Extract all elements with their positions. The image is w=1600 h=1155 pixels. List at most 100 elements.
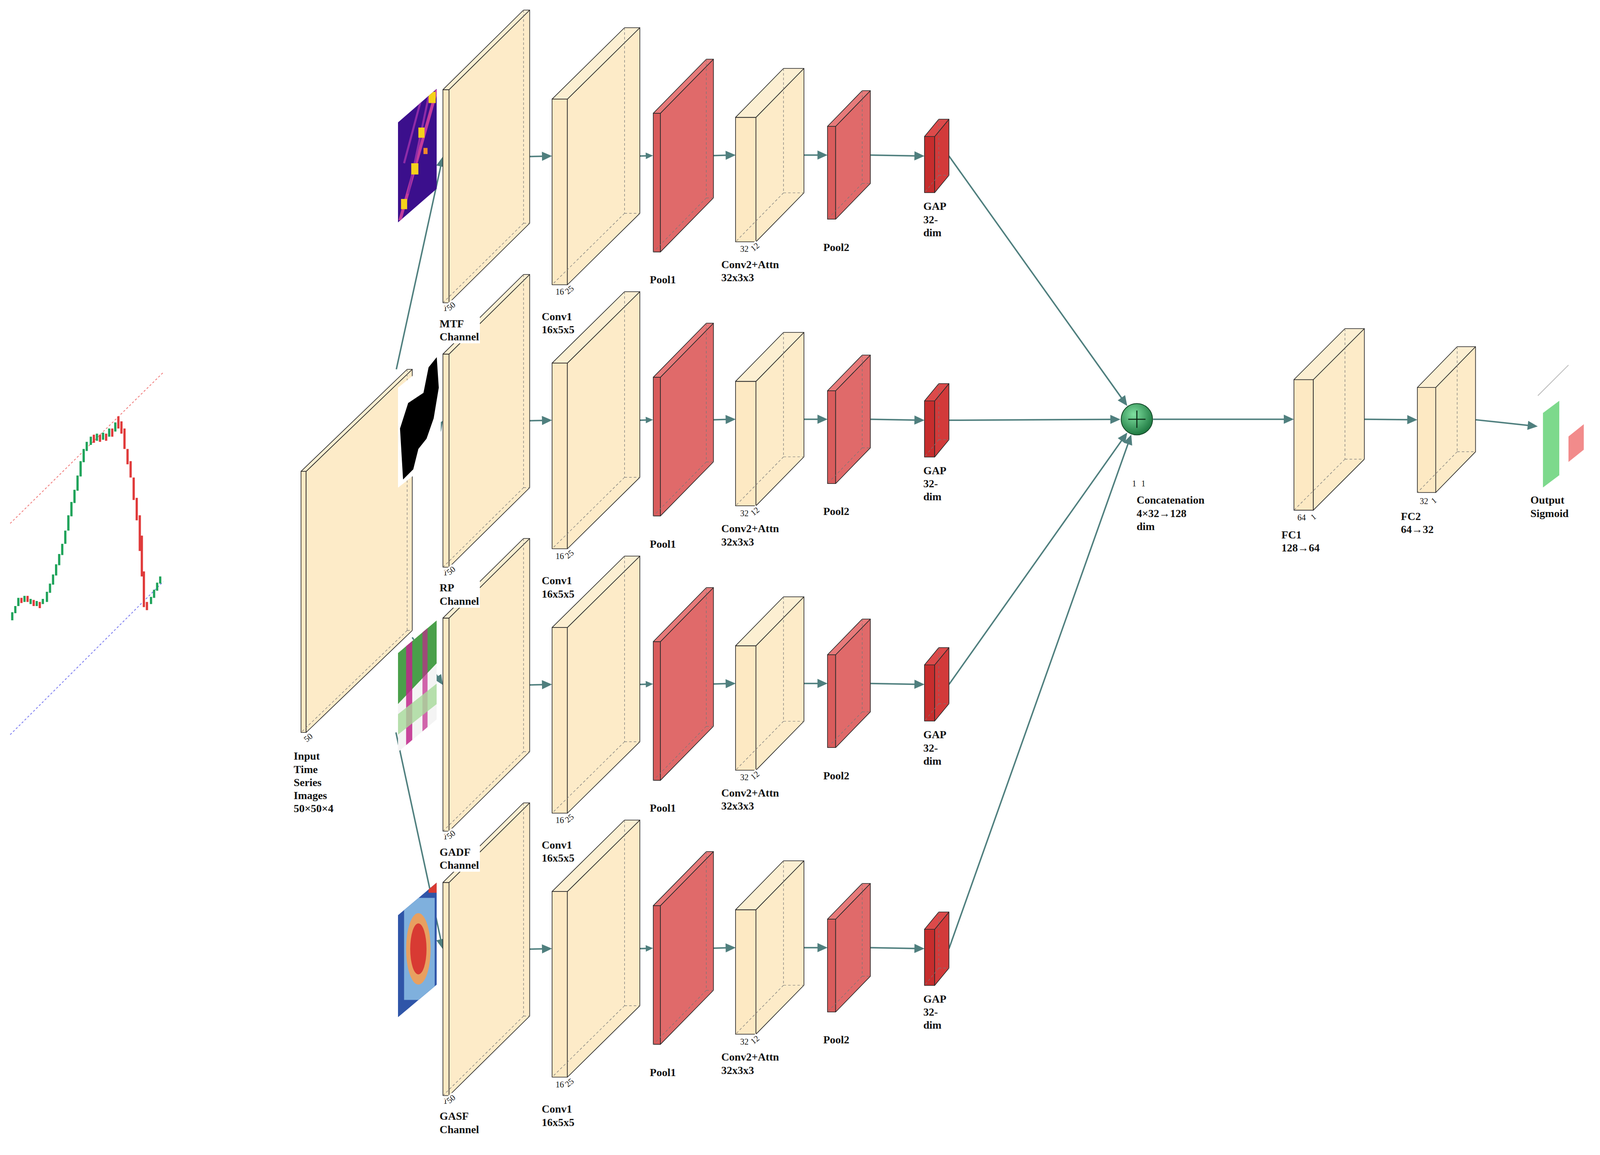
input-block: 50Input Time Series Images 50×50×4	[301, 369, 413, 733]
hidden-edges	[924, 383, 949, 458]
front-face	[552, 891, 568, 1078]
flow-line	[948, 442, 1129, 950]
front-face	[552, 627, 568, 814]
gap-block-shape	[924, 647, 949, 722]
channel-block-shape	[442, 10, 530, 304]
front-face	[552, 363, 568, 549]
flow-arrow	[870, 415, 925, 425]
dimension-number: 25	[563, 283, 576, 296]
flow-arrow	[412, 421, 443, 468]
arrowhead	[1283, 414, 1294, 425]
arrowhead	[433, 674, 443, 686]
flow-arrow	[529, 680, 552, 690]
dimension-number: 12	[748, 1033, 762, 1046]
side-face	[835, 90, 871, 220]
front-face	[552, 99, 568, 285]
top-face	[552, 820, 640, 892]
hidden-edges	[552, 556, 640, 814]
front-face	[442, 882, 450, 1096]
flow-line	[870, 947, 917, 949]
gadf-thumbnail	[395, 618, 439, 755]
side-face	[567, 820, 640, 1078]
dimension-number: 1	[1309, 511, 1319, 522]
flow-arrow	[1364, 415, 1418, 425]
dimension-number: 1	[1429, 495, 1439, 506]
dimension-number: 25	[563, 547, 576, 561]
flow-arrow	[948, 156, 1128, 406]
flow-arrow	[529, 151, 552, 162]
block-caption: Output Sigmoid	[1529, 493, 1570, 520]
arrowhead	[725, 415, 736, 425]
block-caption: Conv2+Attn 32x3x3	[720, 258, 781, 285]
gap-block-shape	[924, 912, 949, 986]
gap-block: GAP 32-dim	[924, 119, 949, 193]
front-face	[735, 645, 757, 771]
conv-attn-block-shape	[735, 597, 804, 771]
top-face	[442, 538, 530, 619]
hidden-edges	[827, 619, 871, 748]
block-caption: Conv2+Attn 32x3x3	[720, 1050, 781, 1077]
top-face	[827, 619, 871, 655]
arrowhead	[817, 943, 828, 953]
front-face	[924, 136, 935, 194]
hidden-edges	[924, 647, 949, 722]
gap-block-shape	[924, 383, 949, 458]
flow-arrow	[639, 416, 654, 424]
arrowhead	[542, 151, 553, 162]
arrowhead	[914, 944, 925, 954]
flow-arrow	[396, 156, 446, 370]
dimension-number: 25	[563, 1076, 576, 1089]
hidden-edges	[1417, 346, 1476, 493]
arrowhead	[542, 680, 553, 690]
hidden-edges	[827, 883, 871, 1013]
flow-line	[412, 637, 439, 679]
flow-line	[803, 154, 820, 157]
pool-block-shape	[827, 883, 871, 1013]
arrowhead	[725, 943, 736, 954]
fc-block: 321FC2 64→32	[1417, 346, 1476, 493]
rising-candles	[12, 422, 160, 621]
flow-arrow	[803, 150, 828, 160]
arrowhead	[817, 679, 828, 689]
flow-line	[395, 732, 442, 942]
arrowhead	[1527, 421, 1538, 430]
pool-block-shape	[653, 323, 714, 516]
hidden-edges	[1293, 328, 1365, 511]
block-caption: Pool1	[649, 1066, 677, 1080]
block-caption: Pool2	[822, 240, 851, 255]
flow-arrow	[870, 151, 925, 161]
hidden-edges	[552, 27, 640, 285]
top-face	[442, 10, 530, 90]
gap-block: GAP 32-dim	[924, 912, 949, 986]
hidden-edges	[552, 820, 640, 1078]
flow-arrow	[803, 679, 828, 689]
pool-block-shape	[827, 90, 871, 220]
hidden-edges	[653, 851, 714, 1045]
dimension-number: 1	[1131, 479, 1137, 488]
top-face	[735, 68, 804, 118]
side-face	[448, 10, 530, 304]
flow-line	[870, 683, 917, 685]
dimension-number: 12	[748, 240, 762, 254]
flow-arrow	[803, 414, 828, 425]
pool-block: Pool2	[827, 90, 871, 220]
block-caption: Pool1	[649, 273, 677, 287]
flow-line	[870, 154, 917, 156]
flow-line	[948, 419, 1113, 421]
flow-arrow	[713, 150, 736, 160]
flow-arrow	[412, 637, 443, 686]
front-face	[1293, 379, 1314, 511]
flow-line	[1475, 419, 1530, 426]
hidden-edges	[442, 538, 530, 832]
side-face	[567, 27, 640, 285]
top-face	[653, 59, 714, 114]
flow-arrow	[870, 680, 925, 690]
front-face	[827, 654, 836, 748]
side-face	[660, 59, 714, 252]
flow-arrow	[870, 944, 925, 954]
arrowhead	[817, 414, 828, 425]
block-caption: Pool2	[822, 1033, 851, 1047]
pool-block: Pool2	[827, 883, 871, 1013]
gap-block: GAP 32-dim	[924, 647, 949, 722]
flow-line	[713, 947, 728, 950]
